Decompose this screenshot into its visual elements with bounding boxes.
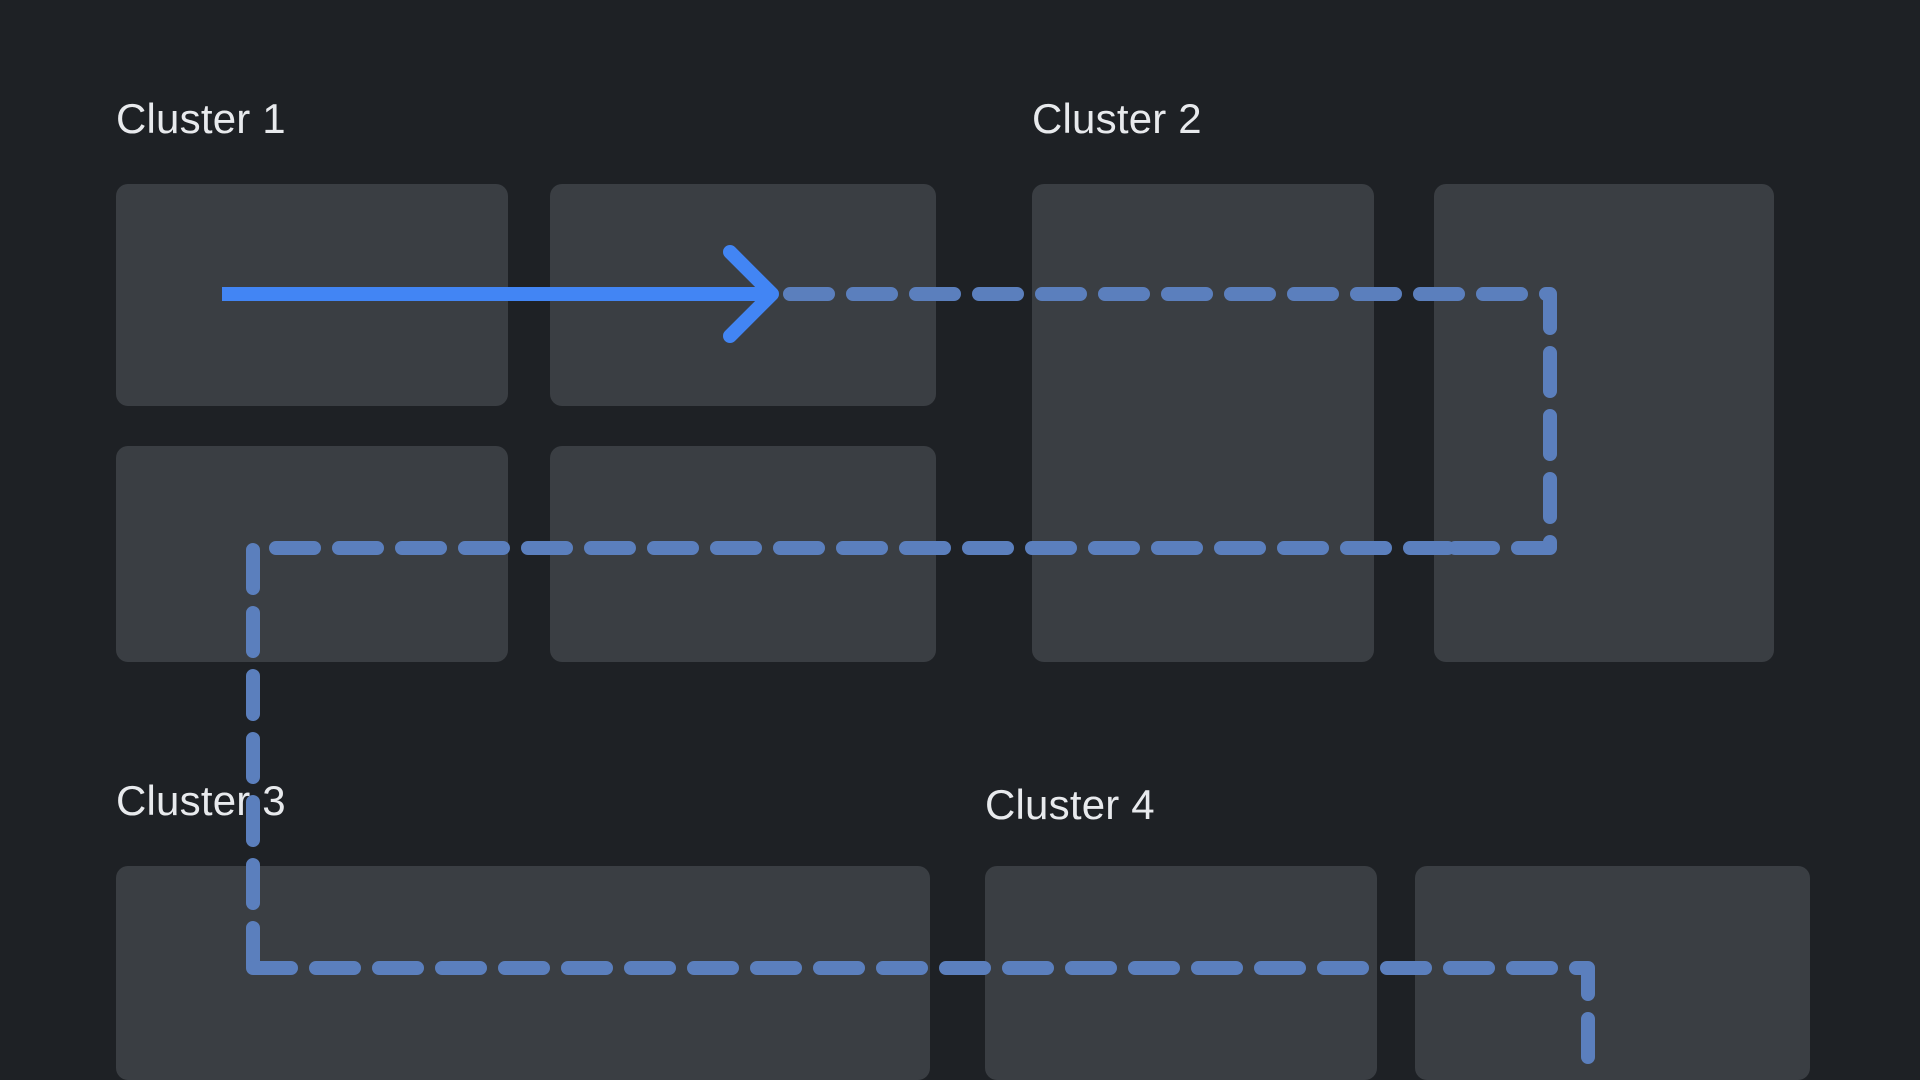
card-1-4[interactable]	[550, 446, 936, 662]
cluster-label-4: Cluster 4	[985, 781, 1155, 828]
card-2-2[interactable]	[1434, 184, 1774, 662]
cluster-label-1: Cluster 1	[116, 95, 286, 142]
card-1-2[interactable]	[550, 184, 936, 406]
card-1-1[interactable]	[116, 184, 508, 406]
cluster-label-3: Cluster 3	[116, 777, 286, 824]
card-2-1[interactable]	[1032, 184, 1374, 662]
card-3-1[interactable]	[116, 866, 930, 1080]
card-1-3[interactable]	[116, 446, 508, 662]
card-4-1[interactable]	[985, 866, 1377, 1080]
card-4-2[interactable]	[1415, 866, 1810, 1080]
cluster-label-2: Cluster 2	[1032, 95, 1202, 142]
